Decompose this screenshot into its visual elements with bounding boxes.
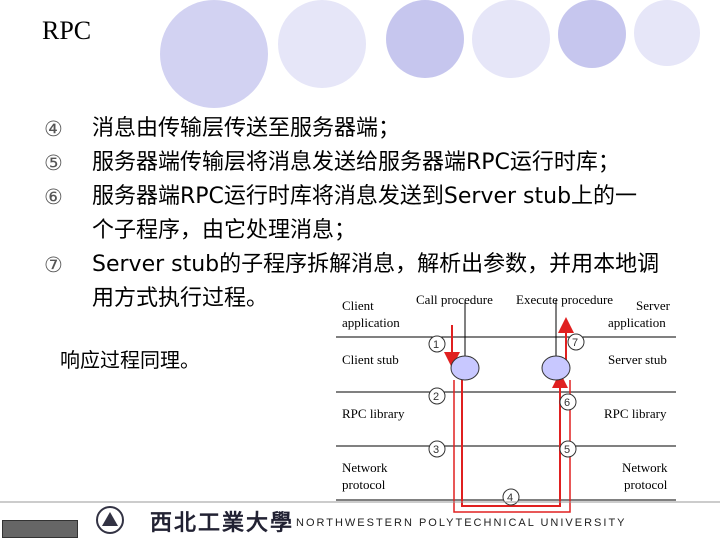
step-marker-label: 6 [564, 397, 570, 409]
client-stub-node [450, 355, 480, 381]
step-text: 服务器端RPC运行时库将消息发送到Server stub上的一 [92, 184, 638, 209]
execute-procedure-label: Execute procedure [516, 292, 613, 307]
step-marker-label: 1 [433, 339, 439, 351]
decorative-circle [160, 0, 268, 108]
step-marker-label: 5 [564, 444, 570, 456]
step-marker [559, 440, 577, 458]
university-logo-cn: 西北工業大學 [150, 510, 295, 536]
step-marker-label: 4 [507, 492, 513, 504]
step-number: ⑤ [44, 151, 63, 175]
client-application-label: Client [342, 298, 374, 313]
slide-nav-control[interactable] [2, 520, 78, 538]
step-number: ⑦ [44, 253, 63, 277]
step-list: ④ 消息由传输层传送至服务器端； ⑤ 服务器端传输层将消息发送给服务器端RPC运… [44, 112, 704, 316]
decorative-circle [278, 0, 366, 88]
rpc-library-label: RPC library [604, 406, 667, 421]
step-marker-label: 7 [572, 337, 578, 349]
step-marker-label: 3 [433, 444, 439, 456]
footer-bar [0, 500, 720, 540]
step-item: ⑦ Server stub的子程序拆解消息，解析出参数，并用本地调 用方式执行过… [44, 248, 704, 316]
server-stub-label: Server stub [608, 352, 667, 367]
step-marker [428, 335, 446, 353]
step-text: 服务器端传输层将消息发送给服务器端RPC运行时库； [92, 150, 620, 175]
client-application-label: application [342, 315, 400, 330]
university-emblem-icon [96, 506, 124, 534]
client-stub-label: Client stub [342, 352, 399, 367]
decorative-circle [472, 0, 550, 78]
step-marker [428, 387, 446, 405]
step-marker [559, 393, 577, 411]
decorative-circle [386, 0, 464, 78]
network-protocol-label: Network [342, 460, 388, 475]
step-item: ⑤ 服务器端传输层将消息发送给服务器端RPC运行时库； [44, 146, 704, 180]
call-procedure-label: Call procedure [416, 292, 493, 307]
network-protocol-label: protocol [624, 477, 668, 492]
university-logo-en: NORTHWESTERN POLYTECHNICAL UNIVERSITY [296, 517, 627, 529]
step-text: Server stub的子程序拆解消息，解析出参数，并用本地调 [92, 252, 660, 277]
step-text: 消息由传输层传送至服务器端； [92, 116, 401, 141]
step-item: ⑥ 服务器端RPC运行时库将消息发送到Server stub上的一 个子程序，由… [44, 180, 704, 248]
call-flow-path [461, 372, 568, 507]
slide-title: RPC [42, 16, 92, 45]
step-number: ⑥ [44, 185, 63, 209]
rpc-library-label: RPC library [342, 406, 405, 421]
step-marker [567, 333, 585, 351]
decorative-circle [558, 0, 626, 68]
network-protocol-label: protocol [342, 477, 386, 492]
step-number: ④ [44, 117, 63, 141]
step-item: ④ 消息由传输层传送至服务器端； [44, 112, 704, 146]
network-protocol-label: Network [622, 460, 668, 475]
step-text: 个子程序，由它处理消息； [92, 218, 357, 243]
reply-note: 响应过程同理。 [60, 348, 200, 372]
step-text: 用方式执行过程。 [92, 286, 269, 311]
server-application-label: application [608, 315, 666, 330]
step-marker [502, 488, 520, 506]
footer-graphics [0, 501, 720, 534]
step-marker-label: 2 [433, 391, 439, 403]
server-application-label: Server [636, 298, 671, 313]
server-stub-node [541, 355, 571, 381]
university-emblem-icon [102, 512, 118, 526]
decorative-circle [634, 0, 700, 66]
step-marker [428, 440, 446, 458]
